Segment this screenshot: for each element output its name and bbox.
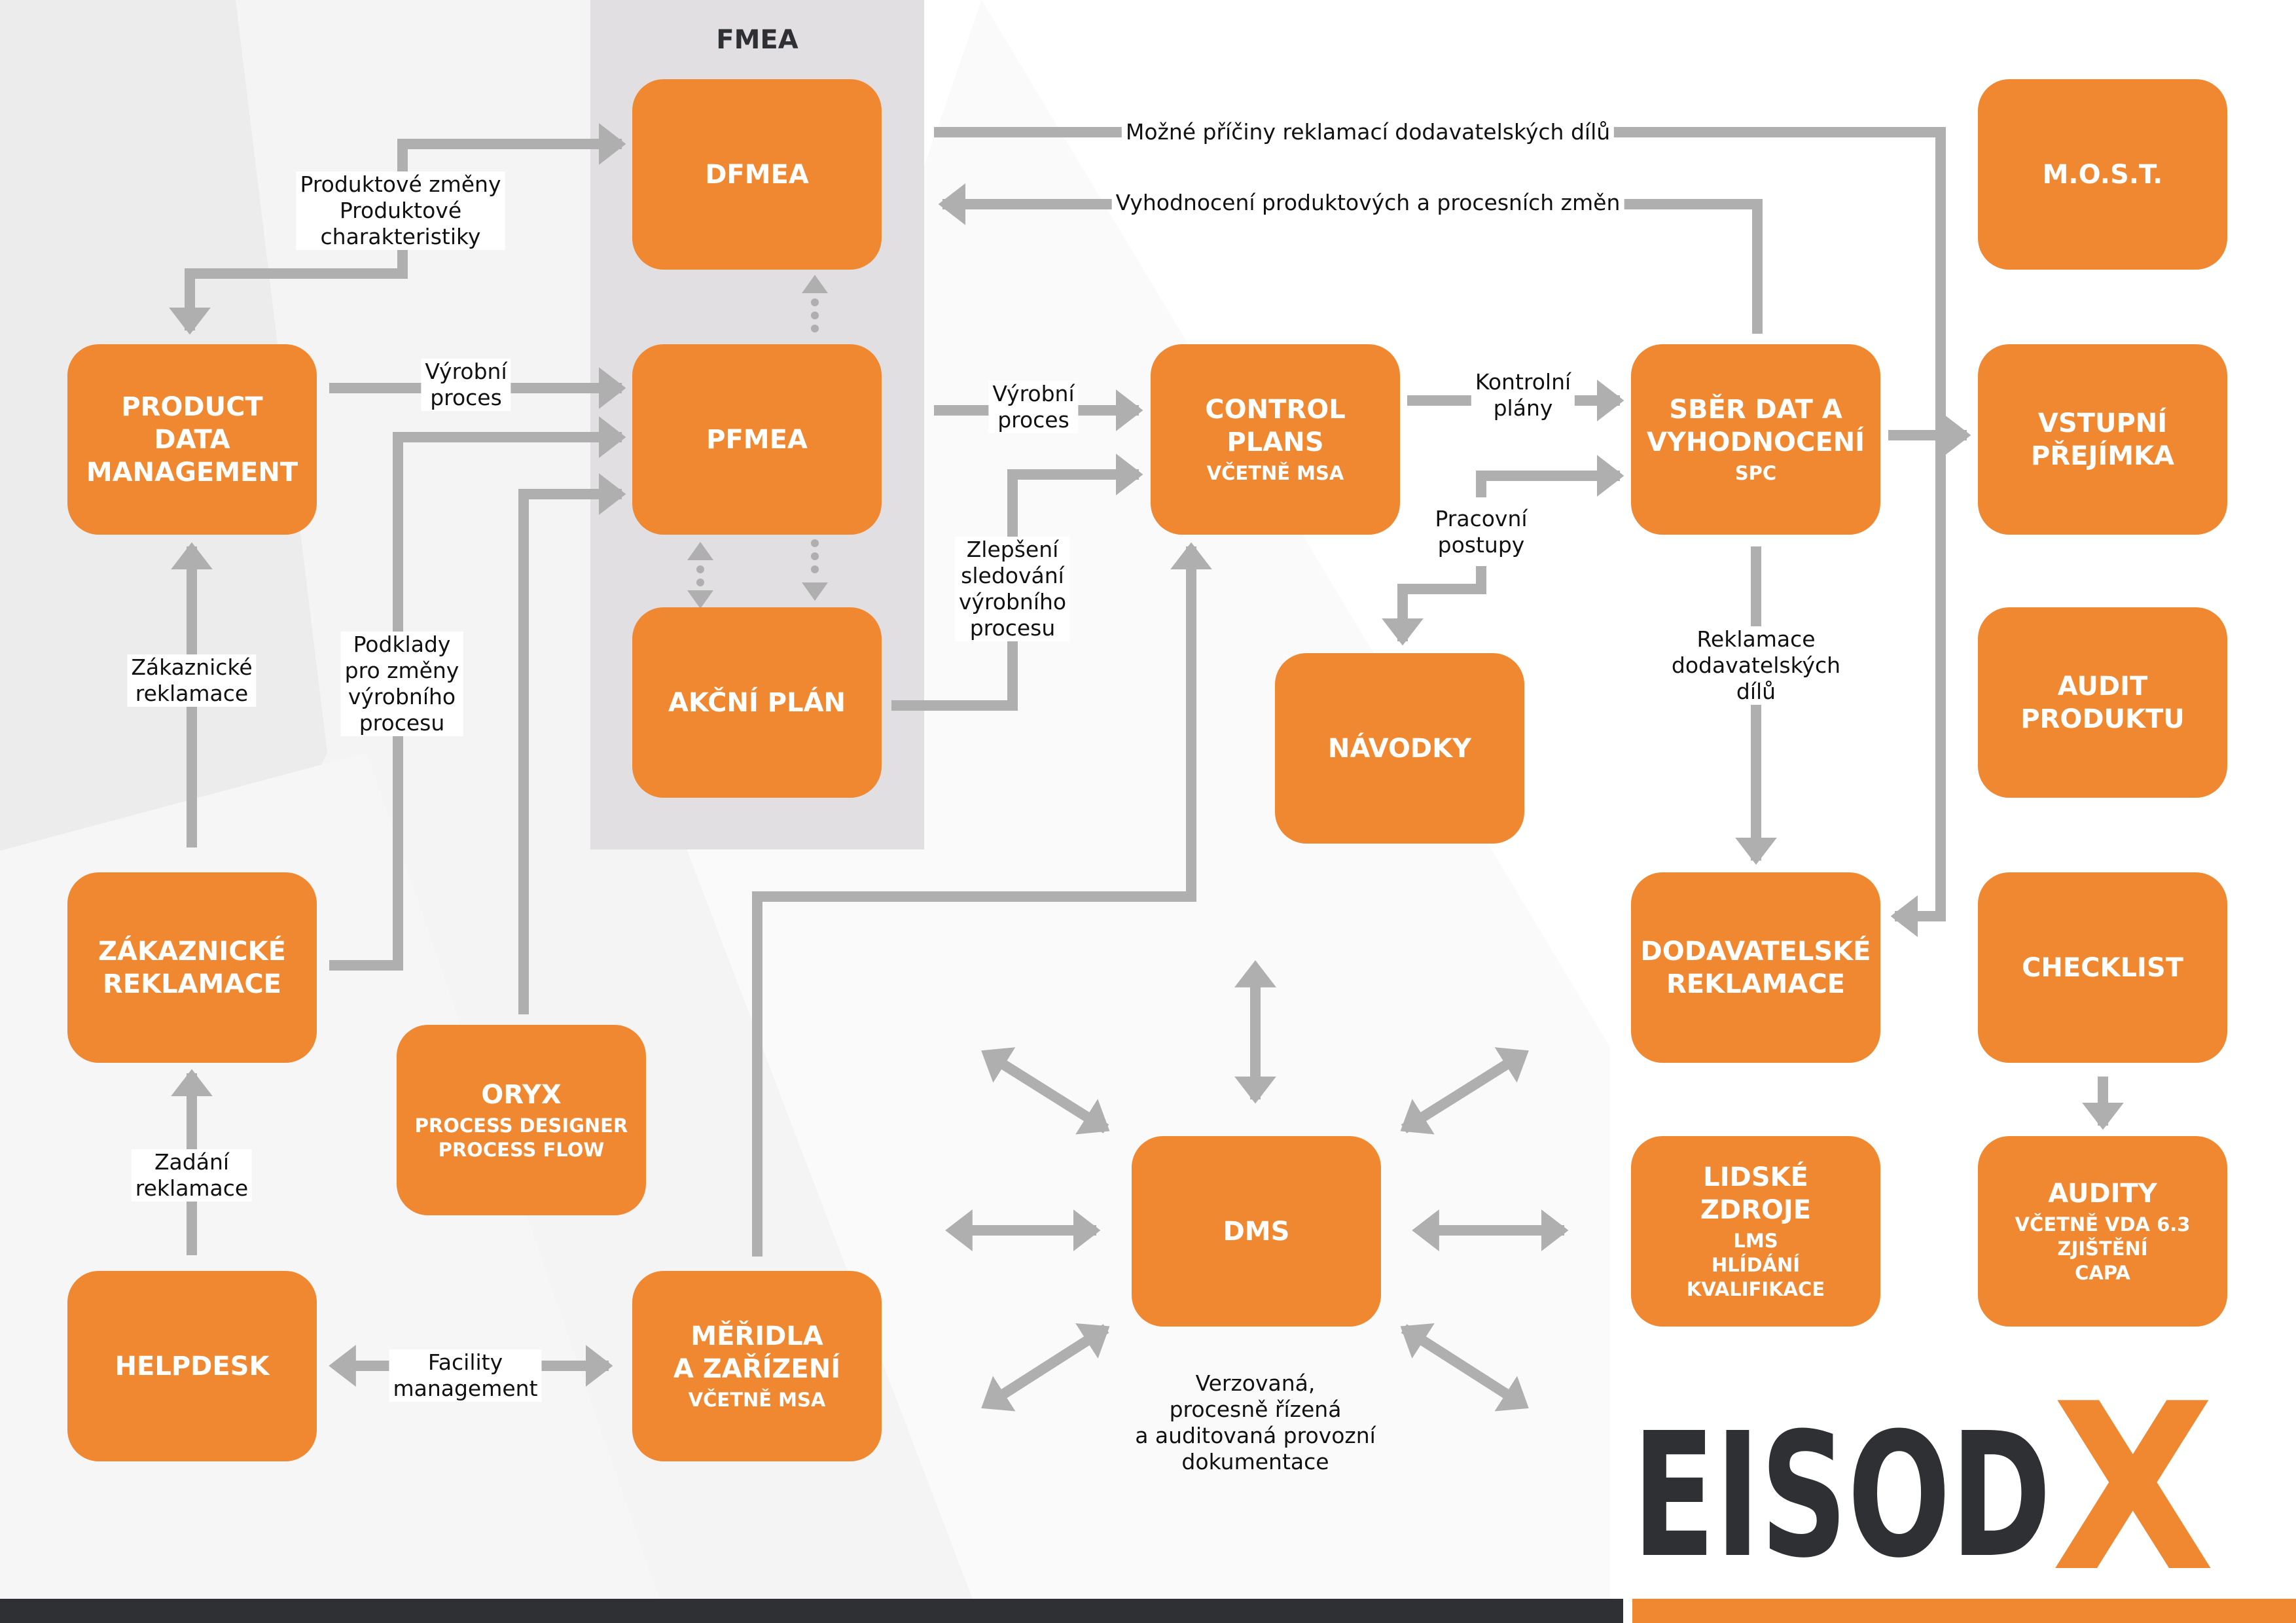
arrow-dfmea-to-pdm — [169, 242, 408, 335]
box-pfmea[interactable]: PFMEA — [632, 344, 882, 535]
box-audity-title: AUDITY — [2048, 1179, 2157, 1209]
box-control-plans-title: CONTROL PLANS — [1205, 395, 1346, 457]
arrow-pracovni-postupy-to-navodky — [1382, 566, 1486, 646]
label-kontrolni-plany: Kontrolní plány — [1471, 369, 1575, 421]
label-reklamace-dodavatelskych: Reklamace dodavatelských dílů — [1667, 626, 1845, 705]
box-dodavatelske-reklamace[interactable]: DODAVATELSKÉ REKLAMACE — [1631, 872, 1880, 1063]
box-akcni-plan[interactable]: AKČNÍ PLÁN — [632, 607, 882, 798]
arrow-oryx-to-pfmea — [518, 473, 626, 1014]
box-sber-dat-subtitle: SPC — [1734, 462, 1777, 484]
footer-bar-dark — [0, 1599, 1623, 1623]
box-dms-title: DMS — [1223, 1216, 1290, 1247]
box-pdm-title: PRODUCT DATA MANAGEMENT — [86, 391, 298, 488]
box-oryx-subtitle: PROCESS DESIGNER PROCESS FLOW — [414, 1114, 628, 1161]
label-zakaznicke-reklamace: Zákaznické reklamace — [127, 654, 257, 707]
label-vyhodnoceni-zmen: Vyhodnocení produktových a procesních zm… — [1111, 190, 1624, 216]
box-checklist[interactable]: CHECKLIST — [1978, 872, 2227, 1063]
box-pfmea-title: PFMEA — [706, 424, 808, 455]
fmea-group-title: FMEA — [716, 25, 798, 55]
box-lidske-zdroje-subtitle: LMS HLÍDÁNÍ KVALIFIKACE — [1686, 1230, 1825, 1300]
arrow-dms-downleft — [981, 1323, 1110, 1412]
arrow-vyhodnoceni-zmen — [938, 183, 1763, 334]
label-dms-description: Verzovaná, procesně řízená a auditovaná … — [1135, 1370, 1376, 1474]
box-oryx-title: ORYX — [481, 1079, 562, 1110]
box-audity-subtitle: VČETNĚ VDA 6.3 ZJIŠTĚNÍ CAPA — [2015, 1213, 2191, 1284]
box-lidske-zdroje-title: LIDSKÉ ZDROJE — [1700, 1162, 1812, 1225]
box-control-plans-subtitle: VČETNĚ MSA — [1206, 462, 1344, 484]
arrow-meridla-to-control-plans — [752, 542, 1212, 1257]
dotted-arrow-pfmea-to-dfmea — [802, 275, 828, 332]
label-podklady: Podklady pro změny výrobního procesu — [340, 632, 463, 736]
box-sber-dat[interactable]: SBĚR DAT A VYHODNOCENÍ SPC — [1631, 344, 1880, 535]
label-vyrobni-proces-pfmea: Výrobní proces — [988, 381, 1079, 433]
box-helpdesk-title: HELPDESK — [115, 1351, 270, 1382]
box-zakaznicke-reklamace-title: ZÁKAZNICKÉ REKLAMACE — [98, 936, 286, 999]
box-dodavatelske-reklamace-title: DODAVATELSKÉ REKLAMACE — [1640, 936, 1871, 999]
box-most-title: M.O.S.T. — [2042, 159, 2163, 190]
box-dfmea[interactable]: DFMEA — [632, 79, 882, 270]
box-most[interactable]: M.O.S.T. — [1978, 79, 2227, 270]
box-audit-produktu-title: AUDIT PRODUKTU — [2020, 671, 2185, 734]
dotted-arrow-pfmea-akcni-plan — [687, 542, 713, 609]
box-dfmea-title: DFMEA — [705, 159, 809, 190]
box-checklist-title: CHECKLIST — [2022, 952, 2183, 983]
box-zakaznicke-reklamace[interactable]: ZÁKAZNICKÉ REKLAMACE — [67, 872, 317, 1063]
box-vstupni-prejimka-title: VSTUPNÍ PŘEJÍMKA — [2031, 408, 2174, 471]
label-zlepseni: Zlepšení sledování výrobního procesu — [954, 537, 1071, 641]
logo-text: EISOD — [1632, 1396, 2051, 1573]
box-product-data-management[interactable]: PRODUCT DATA MANAGEMENT — [67, 344, 317, 535]
label-facility-management: Facility management — [389, 1349, 542, 1402]
box-dms[interactable]: DMS — [1132, 1136, 1381, 1327]
box-audit-produktu[interactable]: AUDIT PRODUKTU — [1978, 607, 2227, 798]
arrow-pracovni-postupy-to-sber-dat — [1476, 455, 1624, 497]
box-navodky[interactable]: NÁVODKY — [1275, 653, 1524, 844]
label-mozne-priciny: Možné příčiny reklamací dodavatelských d… — [1121, 119, 1615, 145]
label-vyrobni-proces-pdm: Výrobní proces — [421, 359, 511, 411]
box-lidske-zdroje[interactable]: LIDSKÉ ZDROJE LMS HLÍDÁNÍ KVALIFIKACE — [1631, 1136, 1880, 1327]
footer-bar-orange — [1632, 1599, 2296, 1623]
label-pracovni-postupy: Pracovní postupy — [1431, 506, 1532, 558]
arrow-dms-upleft — [981, 1047, 1110, 1135]
box-meridla[interactable]: MĚŘIDLA A ZAŘÍZENÍ VČETNĚ MSA — [632, 1271, 882, 1461]
arrow-dms-downright — [1400, 1323, 1529, 1412]
box-navodky-title: NÁVODKY — [1327, 733, 1472, 764]
box-meridla-title: MĚŘIDLA A ZAŘÍZENÍ — [673, 1321, 841, 1384]
box-sber-dat-title: SBĚR DAT A VYHODNOCENÍ — [1646, 395, 1865, 457]
box-helpdesk[interactable]: HELPDESK — [67, 1271, 317, 1461]
label-produktove-zmeny: Produktové změny Produktové charakterist… — [296, 171, 505, 250]
box-control-plans[interactable]: CONTROL PLANS VČETNĚ MSA — [1151, 344, 1400, 535]
logo-accent-letter: X — [2051, 1383, 2215, 1573]
box-oryx[interactable]: ORYX PROCESS DESIGNER PROCESS FLOW — [397, 1025, 646, 1215]
label-zadani-reklamace: Zadání reklamace — [131, 1149, 253, 1202]
dotted-arrow-pfmea-to-akcni-plan — [802, 539, 828, 601]
box-akcni-plan-title: AKČNÍ PLÁN — [668, 687, 846, 718]
arrow-dms-upright — [1400, 1047, 1529, 1135]
box-vstupni-prejimka[interactable]: VSTUPNÍ PŘEJÍMKA — [1978, 344, 2227, 535]
box-meridla-subtitle: VČETNĚ MSA — [688, 1389, 826, 1411]
box-audity[interactable]: AUDITY VČETNĚ VDA 6.3 ZJIŠTĚNÍ CAPA — [1978, 1136, 2227, 1327]
eisodx-logo: EISOD X — [1632, 1383, 2215, 1573]
